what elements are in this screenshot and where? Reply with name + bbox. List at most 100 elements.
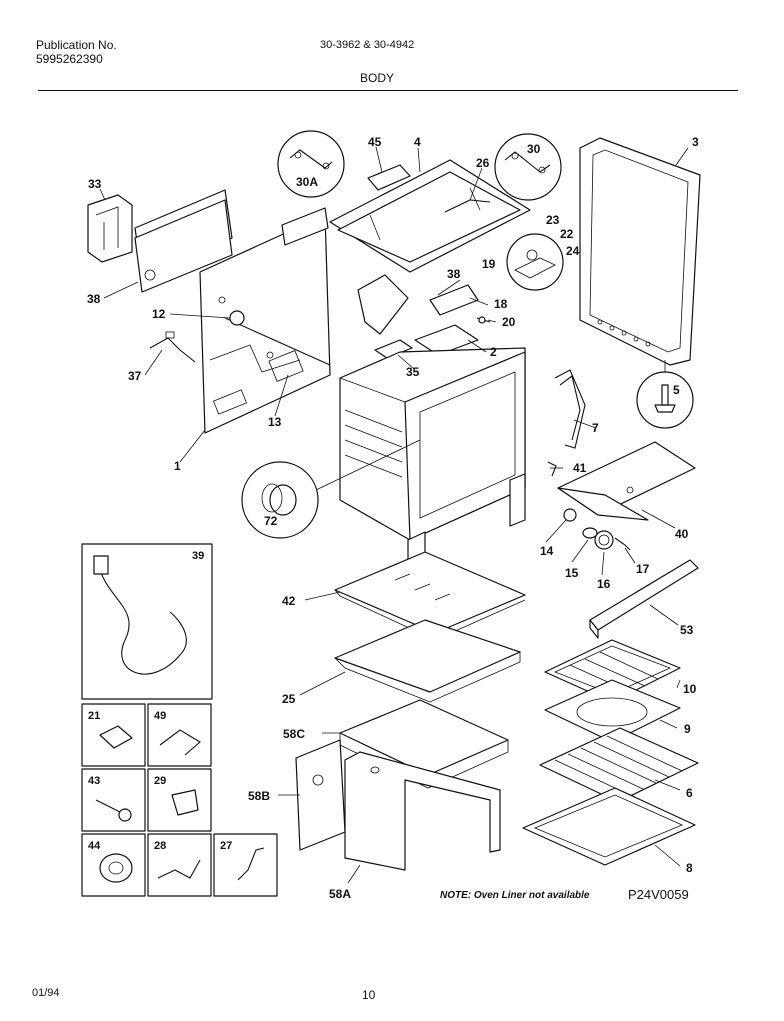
callout-53: 53 xyxy=(680,623,694,637)
box-44-bushing xyxy=(81,833,146,897)
part-12-grommet xyxy=(229,310,245,326)
box-label-49: 49 xyxy=(154,710,166,722)
page-number: 10 xyxy=(362,988,376,1002)
box-label-39: 39 xyxy=(192,550,204,562)
part-53-rail xyxy=(589,559,699,639)
callout-13: 13 xyxy=(268,415,282,429)
part-18-switch xyxy=(429,284,479,316)
callout-15: 15 xyxy=(565,566,579,580)
detail-22-24-circle xyxy=(506,233,564,291)
callout-22: 22 xyxy=(560,227,574,241)
box-label-21: 21 xyxy=(88,710,100,722)
part-4-top-frame xyxy=(329,159,531,273)
callout-37: 37 xyxy=(128,369,142,383)
callout-16: 16 xyxy=(597,577,611,591)
box-label-44: 44 xyxy=(88,840,101,852)
part-37-wire-clip xyxy=(149,331,196,363)
part-36-vent xyxy=(357,274,409,335)
callout-12: 12 xyxy=(152,307,166,321)
box-label-28: 28 xyxy=(154,840,166,852)
callout-23: 23 xyxy=(546,213,560,227)
callout-26: 26 xyxy=(476,156,490,170)
box-39-power-cord xyxy=(81,543,213,700)
box-27-clip xyxy=(213,833,278,897)
part-8-oven-bottom-frame xyxy=(522,787,696,866)
box-28-bracket xyxy=(147,833,212,897)
part-25-pan xyxy=(334,619,521,703)
callout-17: 17 xyxy=(636,562,650,576)
callout-3: 3 xyxy=(692,135,699,149)
part-41-clip xyxy=(547,461,557,477)
callout-40: 40 xyxy=(675,527,689,541)
box-label-43: 43 xyxy=(88,775,100,787)
box-49-bracket xyxy=(147,703,212,767)
part-38-rear-panel xyxy=(134,189,233,293)
box-43-screw xyxy=(81,768,146,832)
callout-4: 4 xyxy=(414,135,421,149)
box-label-27: 27 xyxy=(220,840,232,852)
model-numbers: 30-3962 & 30-4942 xyxy=(320,39,415,51)
box-29-clamp xyxy=(147,768,212,832)
part-40-drawer-bracket xyxy=(557,441,696,521)
part-58b-insulation xyxy=(295,739,346,851)
publication-number: 5995262390 xyxy=(36,52,103,66)
callout-9: 9 xyxy=(684,722,691,736)
leader-lines xyxy=(99,146,689,884)
publication-label: Publication No. xyxy=(36,38,117,52)
callout-1: 1 xyxy=(174,459,181,473)
callout-30: 30 xyxy=(527,142,541,156)
part-20-screw xyxy=(476,316,491,324)
callout-72: 72 xyxy=(264,514,278,528)
callout-14: 14 xyxy=(540,544,554,558)
part-15-cap xyxy=(582,527,598,539)
box-label-29: 29 xyxy=(154,775,166,787)
detail-30-circle xyxy=(494,133,562,201)
callout-8: 8 xyxy=(686,861,693,875)
section-title: BODY xyxy=(360,71,395,85)
callout-19: 19 xyxy=(482,257,496,271)
oven-liner-note: NOTE: Oven Liner not available xyxy=(440,890,590,901)
part-14-knob xyxy=(563,508,577,522)
box-21-clip xyxy=(81,703,146,767)
detail-30a-circle xyxy=(277,130,345,198)
callout-6: 6 xyxy=(686,786,693,800)
part-9-broiler-pan xyxy=(544,679,681,743)
callout-58b: 58B xyxy=(248,789,270,803)
callout-20: 20 xyxy=(502,315,516,329)
callout-35: 35 xyxy=(406,365,420,379)
part-35-block xyxy=(374,339,413,359)
callout-10: 10 xyxy=(683,682,697,696)
part-42-bottom-panel xyxy=(334,551,526,641)
footer-date: 01/94 xyxy=(32,987,60,999)
callout-25: 25 xyxy=(282,692,296,706)
callout-38-center: 38 xyxy=(447,267,461,281)
callout-24: 24 xyxy=(566,244,580,258)
callout-2: 2 xyxy=(490,345,497,359)
callout-7: 7 xyxy=(592,421,599,435)
oven-body xyxy=(339,347,526,569)
callout-58a: 58A xyxy=(329,887,351,901)
callout-numbers: 33 38 12 37 13 1 45 4 26 30A 30 3 23 22 … xyxy=(87,135,699,901)
part-45-bracket xyxy=(367,164,411,191)
callout-33: 33 xyxy=(88,177,102,191)
callout-45: 45 xyxy=(368,135,382,149)
callout-58c: 58C xyxy=(283,727,305,741)
part-33-bracket xyxy=(87,194,133,263)
part-3-side-panel xyxy=(579,137,701,366)
part-1-back-panel xyxy=(199,207,331,434)
part-7-hinge xyxy=(554,369,586,449)
callout-18: 18 xyxy=(494,297,508,311)
header-rule xyxy=(38,90,738,91)
part-72-lens-circle xyxy=(241,461,319,539)
part-58a-insulation xyxy=(344,751,501,871)
callout-5: 5 xyxy=(673,383,680,397)
callout-41: 41 xyxy=(573,461,587,475)
part-2-bracket xyxy=(414,324,479,356)
callout-42: 42 xyxy=(282,594,296,608)
part-16-knob xyxy=(594,530,614,550)
callout-38-left: 38 xyxy=(87,292,101,306)
drawing-code: P24V0059 xyxy=(628,887,689,902)
callout-30a: 30A xyxy=(296,175,318,189)
part-17-screw xyxy=(614,537,631,551)
